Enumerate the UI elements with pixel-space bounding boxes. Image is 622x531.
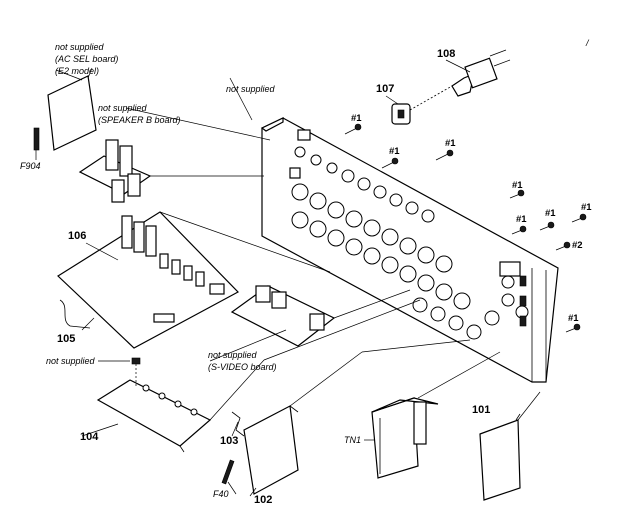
main-board-106 [57, 211, 239, 349]
screw-5 [511, 225, 527, 235]
screw-label-6: #1 [545, 208, 556, 219]
part-103-label: 103 [220, 435, 239, 447]
part-102-label: 102 [254, 494, 273, 506]
part-106-label: 106 [68, 230, 87, 242]
fuse-f40 [221, 459, 235, 485]
screw-label-7: #1 [581, 202, 592, 213]
ac-sel-label-line2: (AC SEL board) [55, 54, 119, 64]
bracket-103 [231, 411, 245, 437]
screw-label-1: #1 [351, 113, 362, 124]
pin-not-supplied [131, 357, 141, 388]
rear-panel-jacks [291, 146, 529, 340]
power-cord-108 [409, 49, 511, 111]
transformer-tn1 [371, 397, 439, 479]
ac-sel-label-line3: (E2 model) [55, 66, 100, 76]
tn1-label: TN1 [344, 435, 362, 445]
screw-label-4: #1 [512, 180, 523, 191]
part-104-label: 104 [80, 431, 99, 443]
screw-4 [509, 189, 525, 199]
screw-label-9: #1 [568, 313, 579, 324]
speaker-b-label-line1: not supplied [98, 103, 147, 113]
pin-not-supplied-label: not supplied [46, 356, 95, 366]
ac-sel-board [47, 67, 97, 151]
screw-label-2: #1 [389, 146, 400, 157]
f40-label: F40 [213, 489, 229, 499]
screw-label-8: #2 [572, 240, 583, 251]
svideo-label-line2: (S-VIDEO board) [208, 362, 277, 372]
screws [344, 123, 587, 333]
screw-3 [435, 149, 454, 161]
screw-6 [539, 221, 555, 231]
screw-label-5: #1 [516, 214, 527, 225]
screw-label-3: #1 [445, 138, 456, 149]
screw-7 [571, 213, 587, 223]
part-107-label: 107 [376, 83, 395, 95]
bracket-105 [59, 299, 91, 329]
front-board-104 [96, 379, 212, 453]
screw-8 [555, 241, 571, 251]
screw-9 [565, 323, 581, 333]
rear-panel-chassis [260, 117, 559, 383]
svideo-label-line1: not supplied [208, 350, 257, 360]
screw-1 [344, 123, 362, 135]
part-101-label: 101 [472, 404, 491, 416]
leader-lines [55, 59, 541, 497]
board-102 [243, 405, 299, 495]
plate-101 [479, 413, 521, 501]
svideo-board [230, 285, 336, 347]
f904-label: F904 [20, 161, 41, 171]
cord-bushing-107 [391, 103, 411, 125]
speaker-b-label-line2: (SPEAKER B board) [98, 115, 181, 125]
part-108-label: 108 [437, 48, 456, 60]
screw-2 [381, 157, 399, 169]
part-105-label: 105 [57, 333, 76, 345]
chassis-not-supplied-label: not supplied [226, 84, 275, 94]
fuse-f904 [33, 127, 40, 160]
speaker-b-board [78, 139, 152, 203]
ac-sel-label-line1: not supplied [55, 42, 104, 52]
speaker-terminals [499, 261, 527, 327]
corner-mark: / [586, 38, 589, 48]
